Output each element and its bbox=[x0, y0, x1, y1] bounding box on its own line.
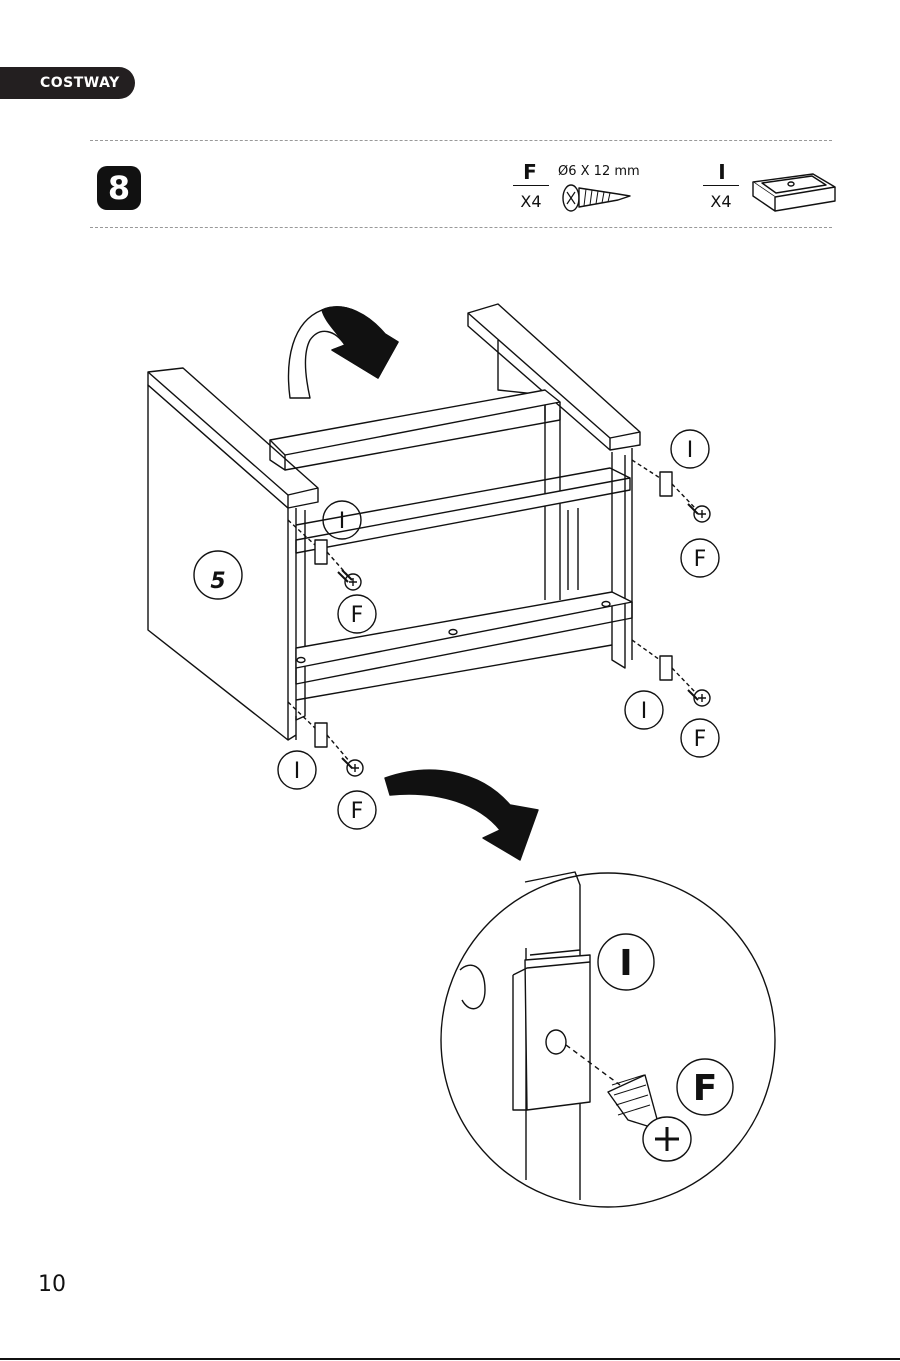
page-number: 10 bbox=[38, 1272, 66, 1297]
callout-i-1: I bbox=[339, 509, 346, 534]
callout-i-4: I bbox=[294, 759, 301, 784]
bracket-icon bbox=[753, 174, 835, 211]
callout-i-2: I bbox=[687, 438, 694, 463]
detail-arrow-icon bbox=[385, 770, 538, 860]
footer-rule bbox=[0, 1358, 900, 1360]
panel-label: 5 bbox=[210, 569, 225, 594]
callout-f-2: F bbox=[694, 547, 707, 572]
detail-view bbox=[441, 872, 775, 1207]
screw-icon bbox=[563, 185, 630, 211]
callout-i-3: I bbox=[641, 699, 648, 724]
flip-arrow-icon bbox=[289, 307, 398, 398]
callout-f-1: F bbox=[351, 603, 364, 628]
cabinet-frame bbox=[148, 304, 640, 740]
callout-f-4: F bbox=[351, 799, 364, 824]
callout-f-3: F bbox=[694, 727, 707, 752]
detail-callout-i: I bbox=[619, 943, 632, 984]
detail-callout-f: F bbox=[693, 1068, 718, 1109]
